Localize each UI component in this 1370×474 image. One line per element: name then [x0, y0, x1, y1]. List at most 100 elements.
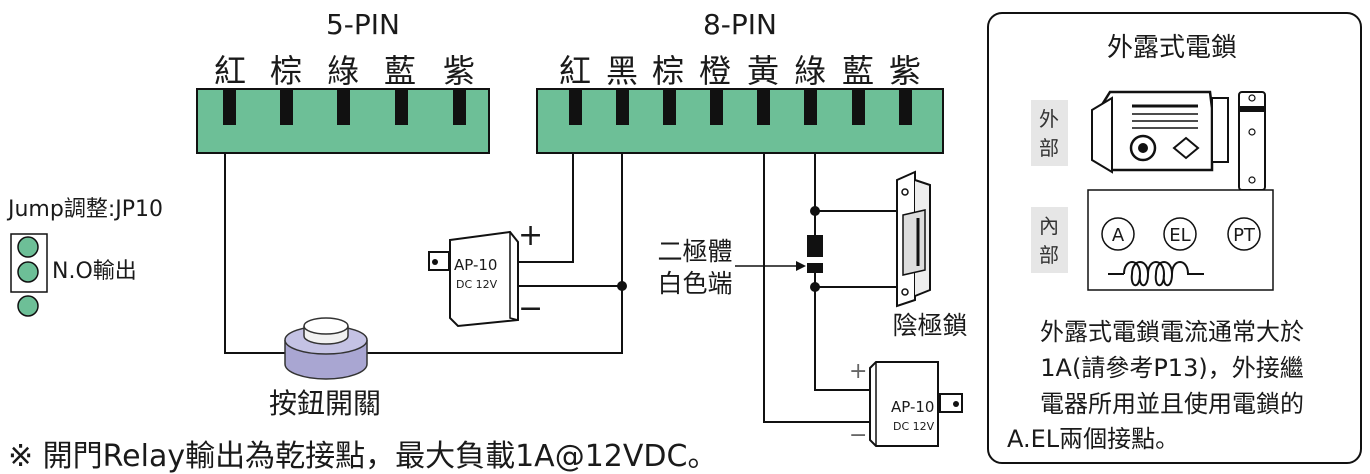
- jumper-pin: [17, 295, 39, 317]
- pin: [616, 89, 629, 125]
- pin-label: 棕: [270, 52, 302, 90]
- keyhole-center: [1138, 143, 1148, 153]
- pin: [663, 89, 676, 125]
- plus-sign: +: [849, 359, 867, 384]
- pin: [710, 89, 723, 125]
- wires: [224, 153, 897, 423]
- pin: [280, 89, 293, 125]
- strike-lock-label: 陰極鎖: [892, 311, 967, 340]
- adapter-rating: DC 12V: [456, 278, 498, 291]
- terminal-el: [1163, 217, 1197, 251]
- plug-prong: [939, 393, 963, 413]
- panel-note-line: 1A(請參考P13)，外接繼: [1040, 354, 1303, 382]
- screw-hole: [1248, 94, 1256, 102]
- knob-icon: [1172, 136, 1200, 160]
- pin-label: 綠: [327, 52, 359, 90]
- connector-5pin: 5-PIN 紅 棕 綠 藍 紫: [196, 8, 490, 154]
- pin: [804, 89, 817, 125]
- coil-icon: [1108, 261, 1204, 287]
- surface-lock-panel: 外露式電鎖 外 部 內 部 A: [987, 12, 1362, 464]
- push-button-label: 按鈕開關: [269, 387, 381, 420]
- junction-dot: [810, 282, 820, 292]
- adapter-rating: DC 12V: [893, 420, 935, 433]
- pin-label: 紅: [214, 52, 246, 90]
- connector-8pin-body: [536, 88, 944, 154]
- adapter-model: AP-10: [891, 398, 934, 416]
- plug-hole: [432, 259, 438, 265]
- arrow-icon: [796, 261, 806, 271]
- power-supply-1: AP-10 DC 12V + −: [428, 218, 543, 328]
- strike-lock: 陰極鎖: [892, 170, 968, 340]
- wire: [814, 153, 870, 391]
- adapter-edge: [509, 232, 519, 321]
- diode-band: [807, 257, 823, 263]
- diode-label-2: 白色端: [657, 269, 732, 298]
- pin-label: 紫: [443, 52, 475, 90]
- wire: [367, 153, 623, 354]
- inside-label-1: 內: [1039, 214, 1059, 238]
- footnote: ※ 開門Relay輸出為乾接點，最大負載1A@12VDC。: [8, 439, 717, 474]
- outside-label-2: 部: [1039, 136, 1059, 160]
- pin-label: 藍: [384, 52, 416, 90]
- power-supply-2: + − AP-10 DC 12V: [849, 359, 963, 448]
- panel-note-line: 電器所用並且使用電鎖的: [1040, 390, 1304, 418]
- pin: [899, 89, 912, 125]
- outside-label-box: [1031, 100, 1068, 166]
- plug-hole: [953, 401, 959, 407]
- wire: [763, 153, 870, 423]
- pin: [569, 89, 582, 125]
- panel-title: 外露式電鎖: [1107, 33, 1237, 63]
- connector-5pin-title: 5-PIN: [326, 8, 400, 41]
- pin-label: 棕: [652, 52, 684, 90]
- screw-hole: [1248, 176, 1256, 184]
- pin-label: 黑: [606, 52, 638, 90]
- pin-label: 綠: [794, 52, 826, 90]
- jumper-pin: [17, 261, 39, 283]
- lock-body: [1098, 90, 1214, 172]
- terminal-label: A: [1112, 225, 1125, 246]
- jumper-label: N.O輸出: [52, 259, 137, 284]
- strike-slot: [1240, 106, 1264, 112]
- plus-sign: +: [518, 218, 543, 253]
- pin: [852, 89, 865, 125]
- pin: [757, 89, 770, 125]
- jumper-pin: [17, 236, 39, 258]
- minus-sign: −: [849, 423, 867, 448]
- lock-side: [1091, 96, 1113, 174]
- terminal-label: PT: [1233, 225, 1256, 246]
- pin: [453, 89, 466, 125]
- junction-dot: [617, 281, 627, 291]
- screw-hole: [1248, 128, 1256, 136]
- pin: [395, 89, 408, 125]
- diode-label-1: 二極體: [657, 237, 732, 266]
- terminal-a: [1101, 217, 1135, 251]
- jumper-jp10: Jump調整:JP10 N.O輸出: [6, 197, 163, 317]
- inside-label-2: 部: [1039, 243, 1059, 267]
- pin: [337, 89, 350, 125]
- junction-dot: [810, 206, 820, 216]
- diode: 二極體 白色端: [657, 235, 823, 298]
- pin-label: 黃: [747, 52, 779, 90]
- strike-keeper: [902, 209, 926, 276]
- panel-note-line: 外露式電鎖電流通常大於: [1040, 318, 1304, 346]
- pin-label: 橙: [699, 52, 731, 90]
- plug-prong: [428, 251, 450, 271]
- lock-bolt-housing: [1211, 97, 1229, 163]
- connector-8pin-title: 8-PIN: [703, 8, 777, 41]
- panel-note-line: A.EL兩個接點。: [1007, 425, 1179, 453]
- wire: [224, 153, 285, 354]
- terminal-label: EL: [1169, 225, 1190, 246]
- connector-8pin: 8-PIN 紅 黑 棕 橙 黃 綠 藍 紫: [536, 8, 944, 154]
- pin-label: 藍: [842, 52, 874, 90]
- screw-hole: [901, 288, 909, 296]
- minus-sign: −: [518, 291, 543, 326]
- outside-label-1: 外: [1039, 107, 1059, 131]
- push-button: 按鈕開關: [269, 317, 381, 420]
- jumper-title: Jump調整:JP10: [6, 197, 163, 222]
- wire: [517, 153, 574, 263]
- pin-label: 紅: [559, 52, 591, 90]
- button-cap-top: [303, 317, 349, 335]
- pin: [223, 89, 236, 125]
- inside-label-box: [1031, 207, 1068, 273]
